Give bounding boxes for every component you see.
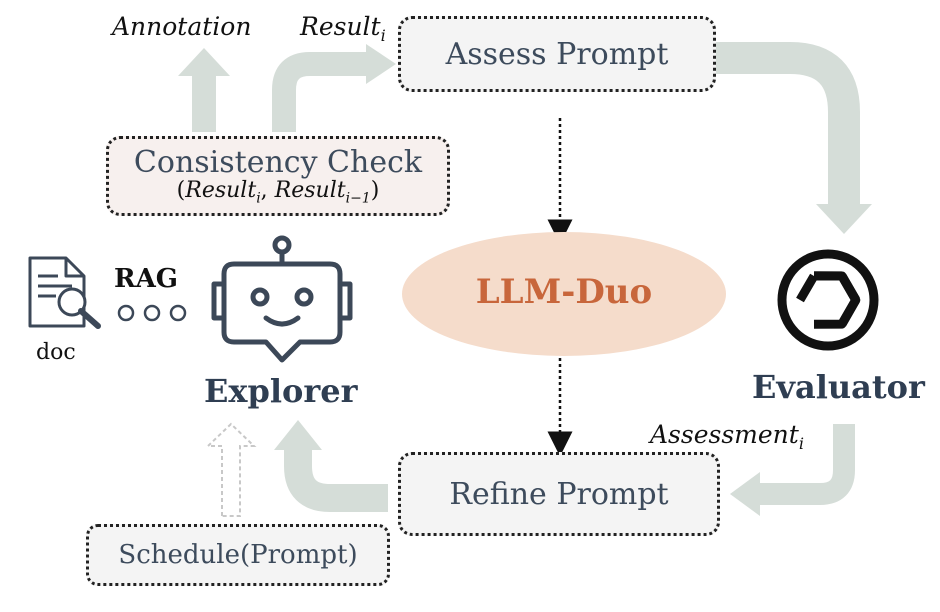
result-i-label: Resulti — [300, 12, 386, 45]
annotation-arrow — [178, 48, 230, 132]
schedule-prompt-box: Schedule(Prompt) — [86, 524, 390, 586]
assess-prompt-box: Assess Prompt — [398, 16, 716, 92]
assess-to-evaluator-arrow — [716, 42, 872, 234]
result-i-sub: i — [380, 26, 386, 45]
evaluator-to-refine-arrow — [730, 424, 855, 516]
refine-to-explorer-arrow — [274, 420, 388, 512]
evaluator-label: Evaluator — [752, 368, 925, 406]
schedule-arrow — [205, 422, 257, 517]
rag-label: RAG — [114, 264, 178, 294]
explorer-label: Explorer — [204, 372, 358, 410]
consistency-check-args: (Resulti, Resulti−1) — [176, 177, 380, 207]
result-arrow — [272, 44, 396, 132]
args-open: ( — [176, 177, 186, 203]
refine-prompt-label: Refine Prompt — [449, 476, 669, 512]
args-result-2-sub: i−1 — [345, 190, 371, 206]
args-comma: , — [260, 177, 275, 203]
doc-label: doc — [36, 340, 76, 365]
refine-prompt-box: Refine Prompt — [398, 452, 720, 536]
args-close: ) — [370, 177, 380, 203]
assessment-i-base: Assessment — [650, 420, 799, 449]
assessment-i-sub: i — [798, 434, 804, 453]
annotation-label: Annotation — [112, 12, 252, 41]
schedule-prompt-label: Schedule(Prompt) — [118, 540, 358, 570]
consistency-check-box: Consistency Check (Resulti, Resulti−1) — [106, 136, 450, 216]
robot-icon — [211, 235, 353, 363]
consistency-check-title: Consistency Check — [133, 144, 423, 180]
llm-duo-label: LLM-Duo — [475, 272, 653, 312]
result-i-base: Result — [300, 12, 381, 41]
document-search-icon — [28, 256, 101, 329]
args-result-2: Result — [274, 177, 346, 203]
args-result-1: Result — [185, 177, 257, 203]
llm-duo-ellipse — [402, 232, 726, 356]
assessment-i-label: Assessmenti — [650, 420, 804, 453]
args-result-1-sub: i — [256, 190, 261, 206]
rag-dots — [117, 304, 187, 322]
openai-logo-icon — [777, 249, 879, 351]
assess-prompt-label: Assess Prompt — [445, 36, 669, 72]
